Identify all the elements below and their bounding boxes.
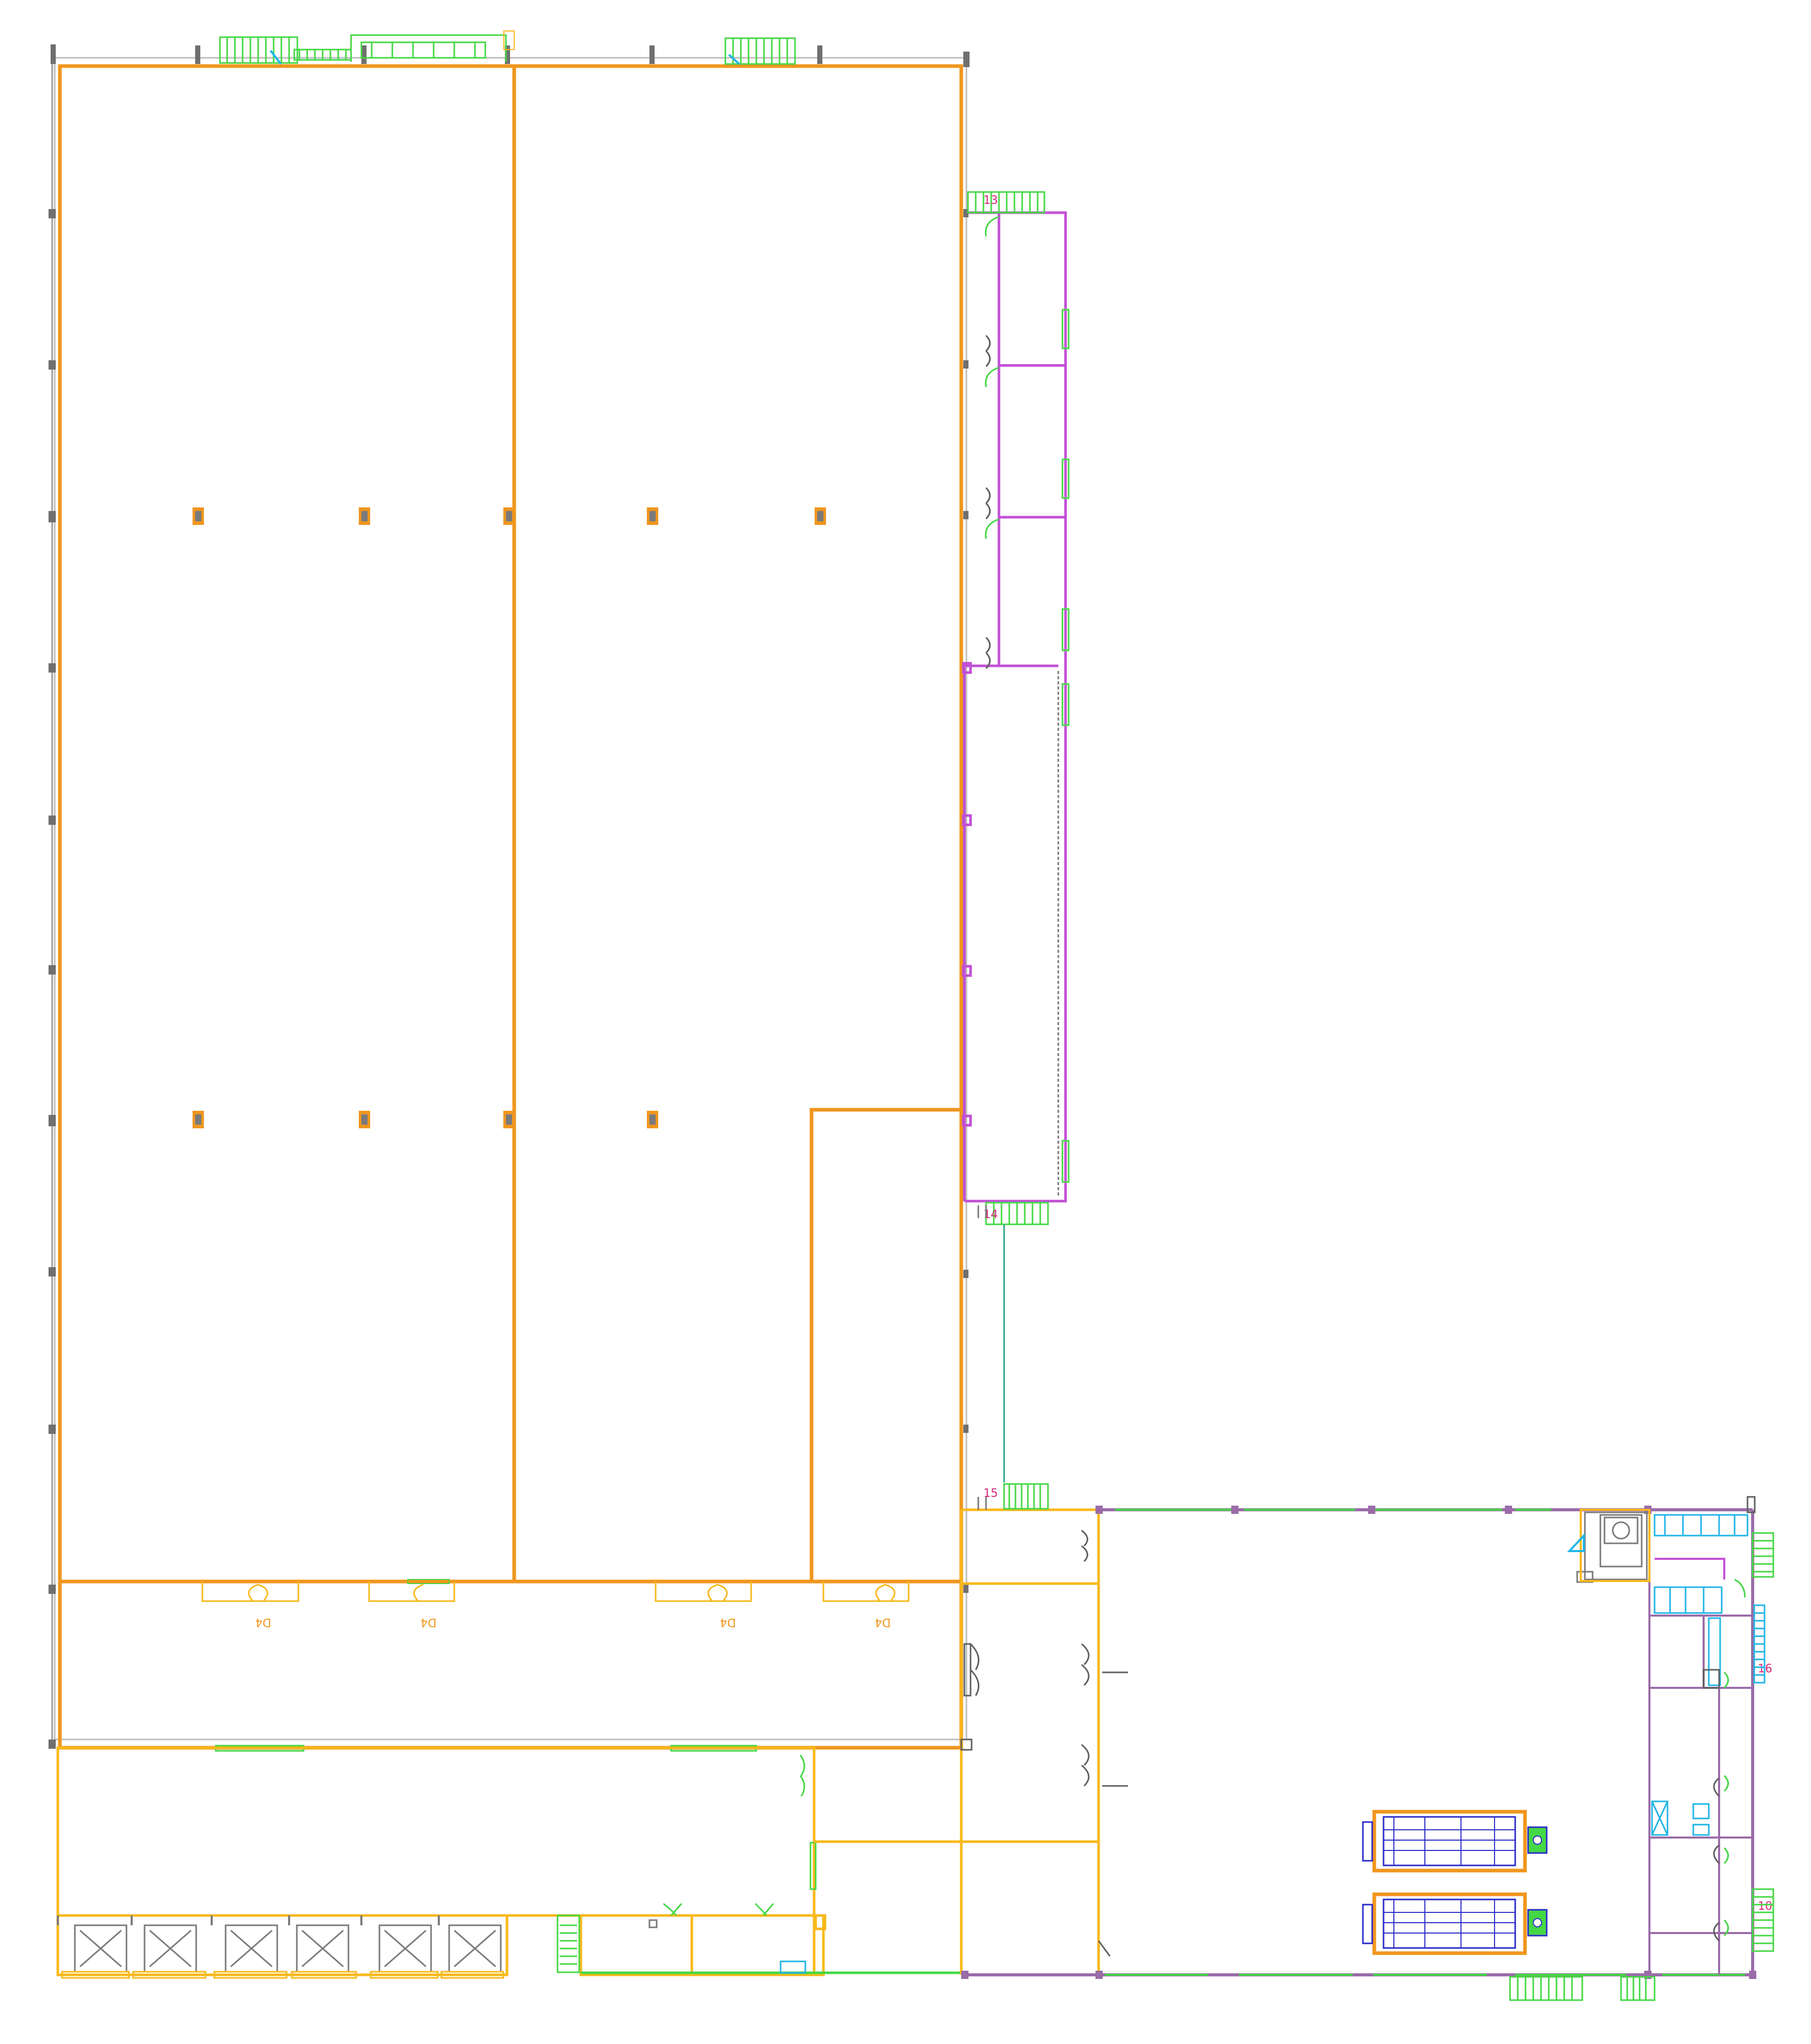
right-stairs <box>1509 1532 1774 2001</box>
dock-door-label: D4 <box>720 1616 736 1628</box>
top-stairs <box>219 34 796 65</box>
stair-mark: 13 <box>983 194 998 207</box>
workshop-columns <box>961 1506 1756 1979</box>
lower-small-pillar <box>648 1919 658 1928</box>
pump-room-frame <box>1580 1509 1650 1582</box>
stair-marks: 13 14 15 16 10 <box>983 194 1772 1913</box>
vehicle-lift-1 <box>1362 1810 1548 1873</box>
main-walls <box>58 64 963 1750</box>
workshop-windows <box>1105 1509 1745 1976</box>
dock-door-labels: D4 D4 D4 D4 <box>256 1616 891 1628</box>
right-side-doors <box>1703 1496 1756 1942</box>
pump-room <box>1576 1511 1648 1583</box>
toilet-fixtures <box>1651 1514 1766 1836</box>
lower-rooms <box>56 1746 827 1976</box>
dock-door-label: D4 <box>256 1616 272 1628</box>
office-doors-green <box>984 216 999 539</box>
lower-cyan-fixture <box>780 1960 806 1974</box>
dock-door-label: D4 <box>421 1616 437 1628</box>
connector-doors <box>960 1529 1128 1957</box>
office-windows <box>1061 309 1070 1183</box>
office-wall-stubs <box>977 1205 987 1510</box>
column-markers-top <box>51 44 970 67</box>
toilet-partition <box>1655 1558 1725 1579</box>
stair-mark: 10 <box>1758 1900 1772 1913</box>
office-strip-walls <box>962 211 1067 1203</box>
pump-room-cyan <box>1567 1532 1585 1552</box>
lift-bays <box>74 1924 502 1973</box>
dock-threshold-green <box>407 1579 450 1584</box>
lower-middle-details <box>557 1754 960 1974</box>
dock-door-label: D4 <box>875 1616 891 1628</box>
office-stairs <box>967 191 1049 1510</box>
interior-pillars <box>193 507 826 1128</box>
dock-doors <box>201 1582 910 1602</box>
office-doors <box>985 334 991 669</box>
lift-bay-dividers <box>57 1915 440 1925</box>
vehicle-lift-2 <box>1362 1892 1548 1955</box>
lift-sills <box>61 1971 504 1979</box>
top-entry-box <box>503 30 515 50</box>
connector-walls <box>814 1508 1100 1975</box>
top-entry-cyan <box>269 50 740 65</box>
outer-structure-lines <box>51 57 967 1740</box>
column-markers-left <box>49 209 56 1749</box>
column-markers-right <box>963 209 968 1593</box>
service-rooms <box>1649 1615 1753 1975</box>
